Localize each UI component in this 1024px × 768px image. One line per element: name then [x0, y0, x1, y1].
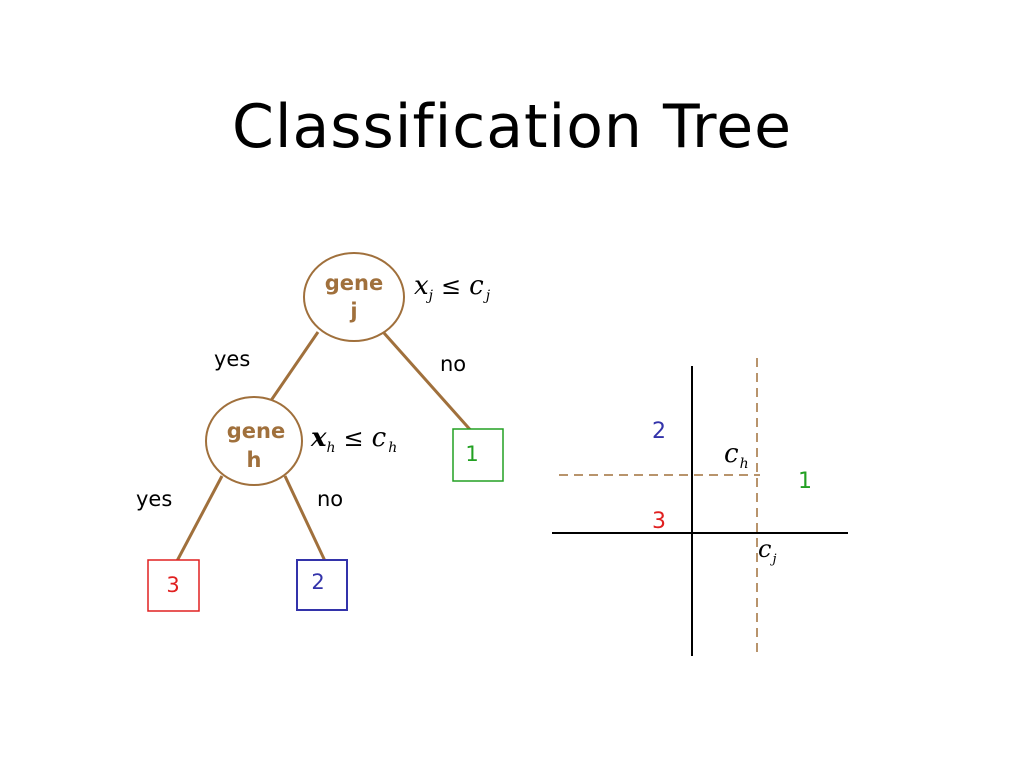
leaf-class-1-label: 1 [465, 442, 478, 466]
feature-partition-plot: 2 1 3 ch cj [552, 358, 848, 658]
leaf-class-3-label: 3 [166, 573, 179, 597]
slide-title: Classification Tree [231, 92, 793, 162]
leaf-class-2-box [296, 559, 348, 611]
edge-label-child-yes: yes [136, 487, 172, 511]
edge-label-child-no: no [317, 487, 343, 511]
leaf-class-1-box [452, 428, 504, 482]
edge-label-root-yes: yes [214, 347, 250, 371]
edge-child-no [283, 475, 327, 562]
region-label-1: 1 [798, 469, 812, 494]
threshold-label-h: ch [724, 439, 749, 472]
node-child-line1: gene [227, 419, 285, 443]
region-label-2: 2 [652, 419, 666, 444]
edge-root-yes [268, 331, 320, 403]
node-child-ellipse [205, 396, 303, 486]
node-root-line1: gene [325, 271, 383, 295]
threshold-label-j: cj [758, 535, 776, 567]
leaf-class-3-box [147, 559, 200, 612]
tree-node-child: gene h [205, 396, 303, 486]
leaf-class-3: 3 [147, 559, 200, 612]
edge-root-no [382, 332, 476, 435]
node-root-ellipse [303, 252, 405, 342]
edge-child-yes [175, 475, 224, 562]
edge-label-root-no: no [440, 352, 466, 376]
leaf-class-2: 2 [296, 559, 348, 611]
tree-node-root: gene j [303, 252, 405, 342]
node-child-line2: h [247, 448, 262, 472]
leaf-class-2-label: 2 [311, 570, 324, 594]
node-root-line2: j [349, 299, 357, 323]
leaf-class-1: 1 [452, 428, 504, 482]
region-label-3: 3 [652, 509, 666, 534]
